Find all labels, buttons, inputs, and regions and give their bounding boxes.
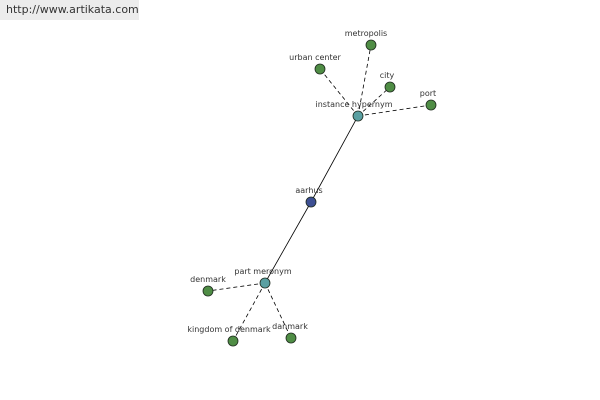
graph-labels: aarhus instance hypernym metropolis urban c… <box>187 29 436 334</box>
node-label-hyp: instance hypernym <box>316 100 393 109</box>
edge-aarhus-mer <box>264 201 312 284</box>
leaf-node-port[interactable] <box>425 99 437 111</box>
relation-node-hyp[interactable] <box>352 110 364 122</box>
source-url-label: http://www.artikata.com <box>0 0 139 20</box>
leaf-node-urban-center[interactable] <box>314 63 326 75</box>
leaf-node-metropolis[interactable] <box>365 39 377 51</box>
node-label-kingdom-of-denmark: kingdom of denmark <box>187 325 271 334</box>
edge-mer-denmark <box>207 282 266 292</box>
node-label-aarhus: aarhus <box>295 186 322 195</box>
graph-edges <box>207 44 432 342</box>
leaf-node-denmark[interactable] <box>202 285 214 297</box>
edge-hyp-urban-center <box>319 68 359 117</box>
node-label-mer: part meronym <box>234 267 291 276</box>
edge-hyp-metropolis <box>357 44 372 117</box>
node-label-city: city <box>380 71 395 80</box>
node-label-port: port <box>420 89 436 98</box>
leaf-node-danmark[interactable] <box>285 332 297 344</box>
edge-mer-danmark <box>264 282 292 339</box>
graph-nodes <box>202 39 437 347</box>
node-label-danmark: danmark <box>272 322 308 331</box>
center-node-aarhus[interactable] <box>305 196 317 208</box>
leaf-node-kingdom-of-denmark[interactable] <box>227 335 239 347</box>
relation-node-mer[interactable] <box>259 277 271 289</box>
edge-aarhus-hyp <box>310 115 359 203</box>
leaf-node-city[interactable] <box>384 81 396 93</box>
edge-hyp-city <box>357 86 391 117</box>
edge-hyp-port <box>357 104 432 117</box>
node-label-denmark: denmark <box>190 275 226 284</box>
node-label-urban-center: urban center <box>289 53 341 62</box>
node-label-metropolis: metropolis <box>345 29 387 38</box>
